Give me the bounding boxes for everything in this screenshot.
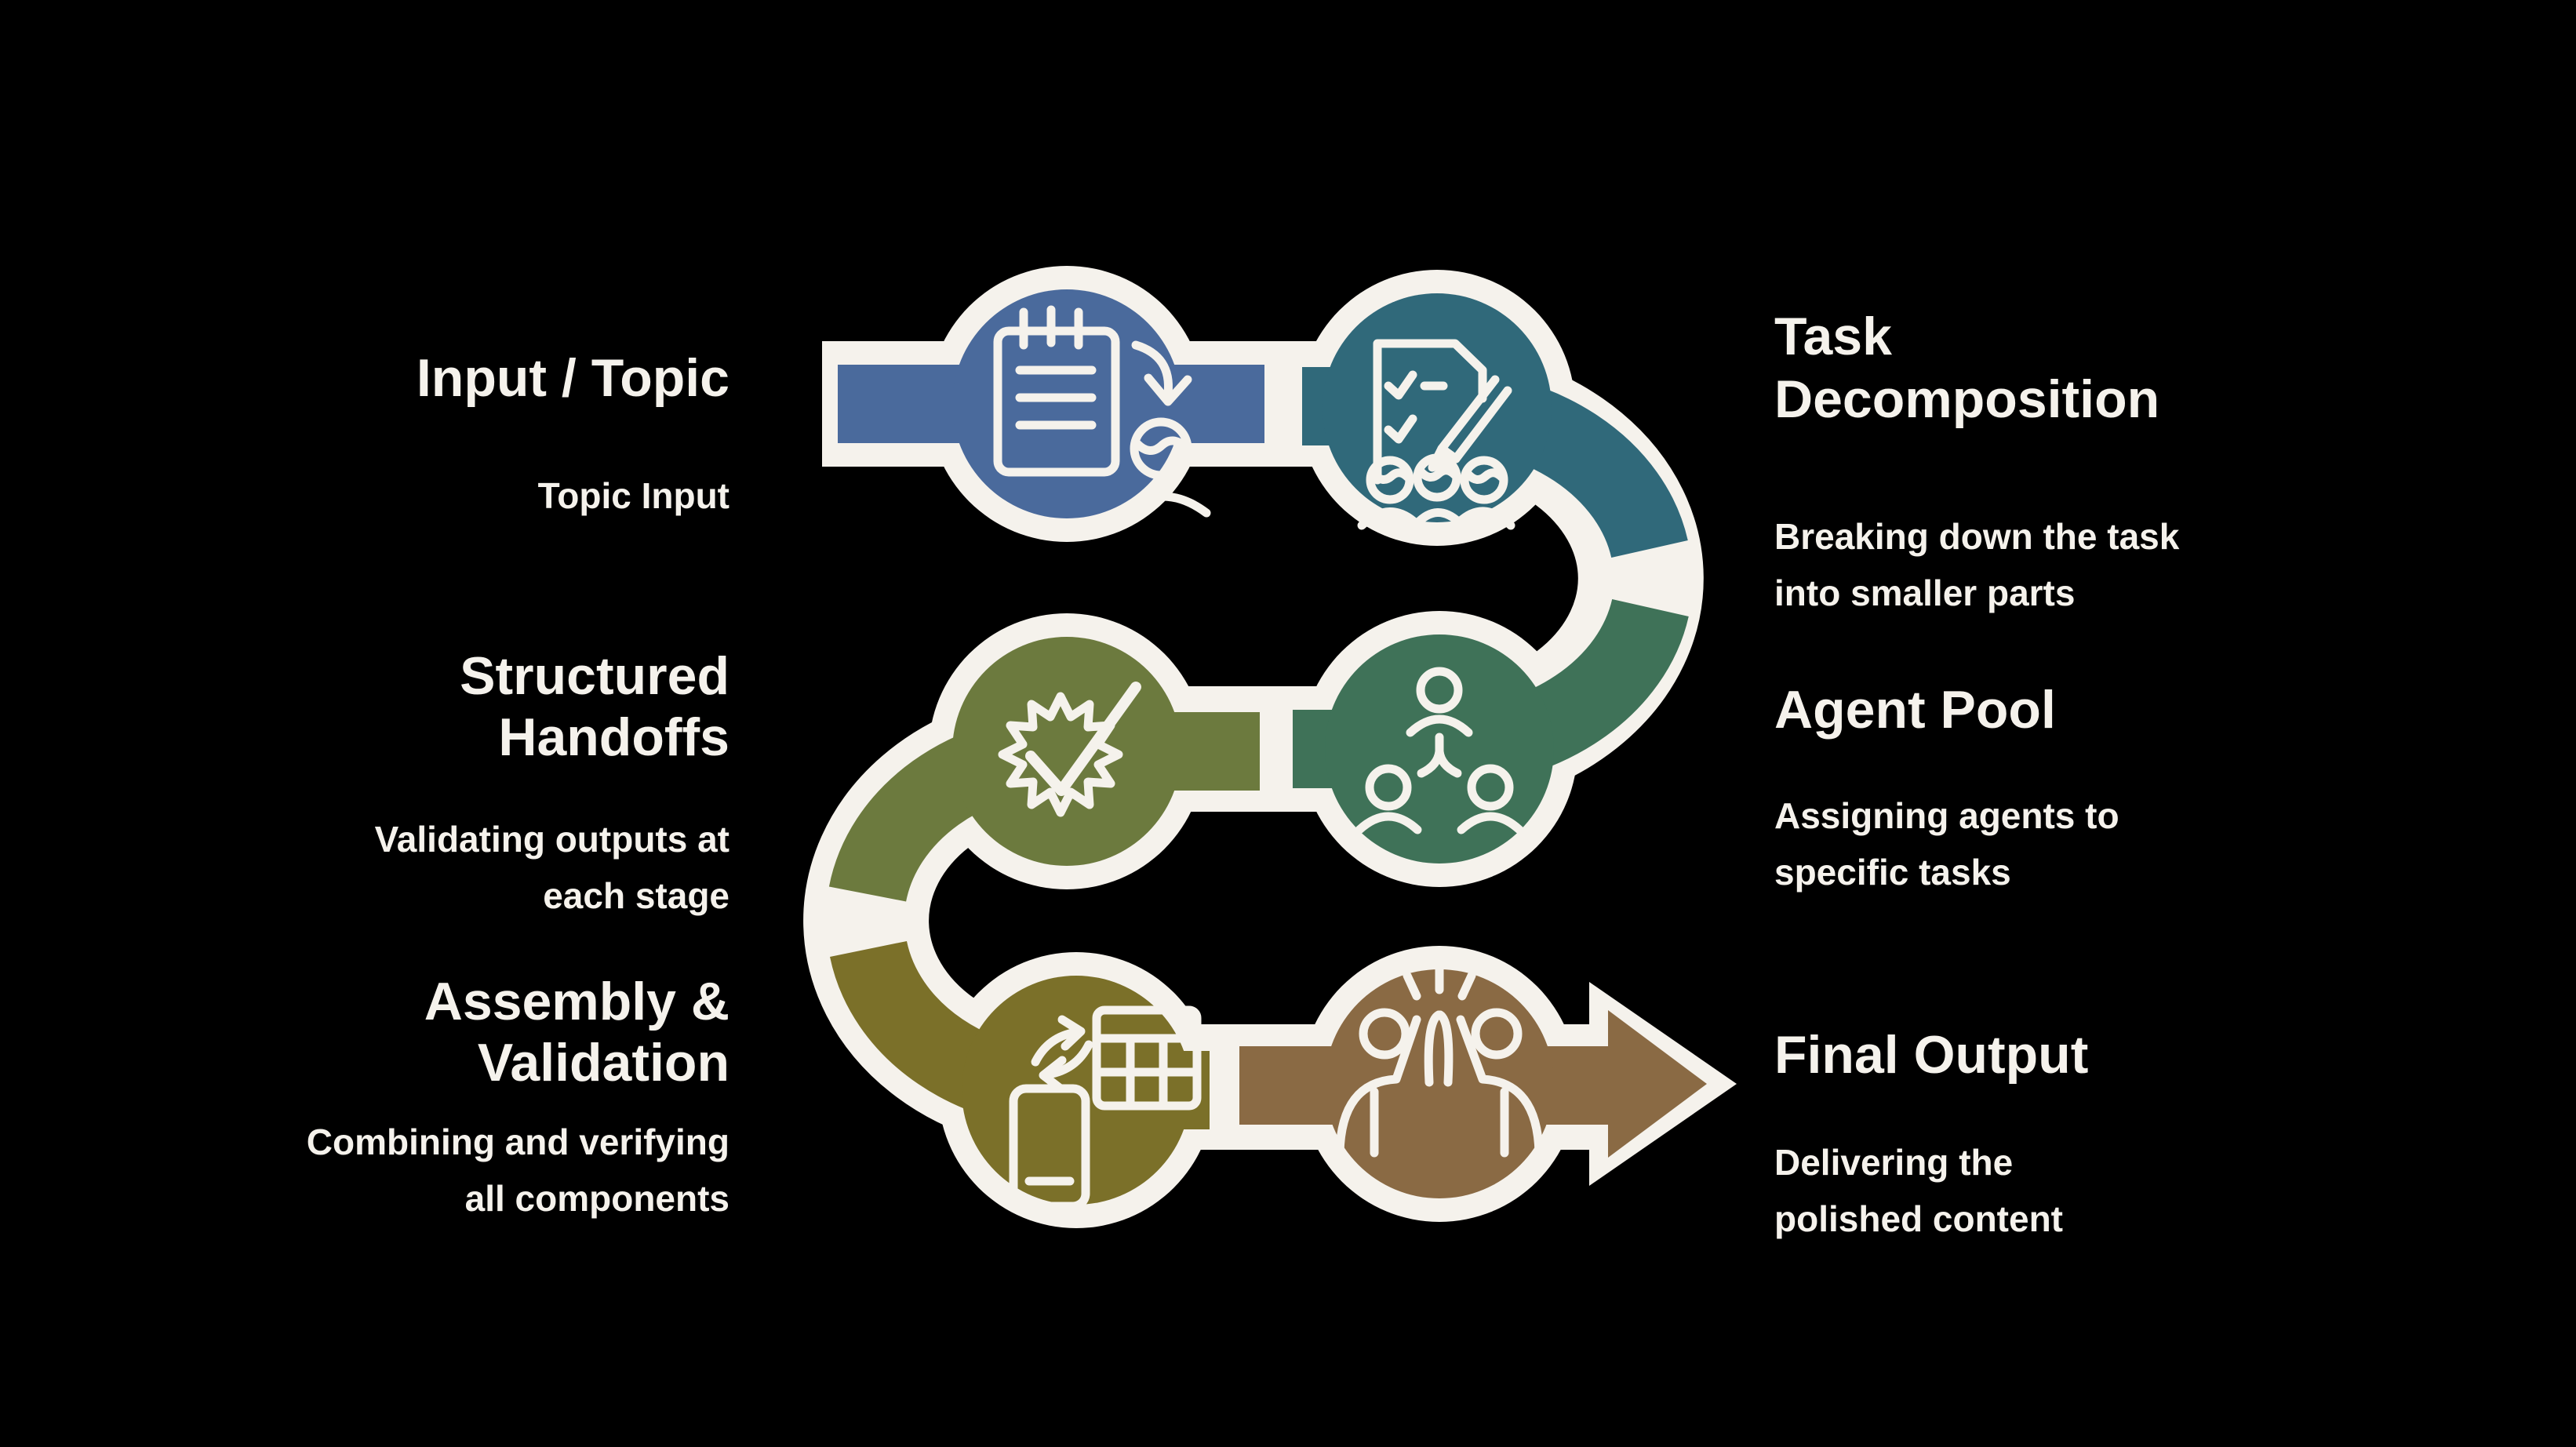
label-task-decomposition: Task Decomposition Breaking down the tas… [1774, 307, 2180, 613]
high-five-icon [1335, 962, 1544, 1158]
org-chart-people-icon [1355, 667, 1524, 834]
label-structured-handoffs: Structured Handoffs Validating outputs a… [375, 646, 730, 916]
node-task-decomposition [1323, 293, 1552, 522]
label-assembly-validation: Assembly & Validation Combining and veri… [307, 972, 730, 1219]
step-desc-line: specific tasks [1774, 852, 2011, 893]
step-title-line: Decomposition [1774, 369, 2159, 429]
step-title-line: Task [1774, 307, 1892, 366]
step-desc-line: into smaller parts [1774, 573, 2075, 613]
node-input-topic [952, 289, 1181, 518]
step-title-line: Input / Topic [417, 348, 730, 408]
step-desc-line: all components [465, 1178, 730, 1219]
step-desc-line: each stage [543, 875, 730, 916]
step-title-line: Structured [460, 646, 730, 706]
checklist-pencil-team-icon [1357, 339, 1515, 530]
label-agent-pool: Agent Pool Assigning agents to specific … [1774, 680, 2119, 893]
label-final-output: Final Output Delivering the polished con… [1774, 1025, 2088, 1239]
node-icons [993, 305, 1544, 1211]
node-structured-handoffs [952, 637, 1181, 866]
step-title-line: Handoffs [498, 707, 730, 767]
step-title-line: Validation [478, 1033, 730, 1093]
step-desc-line: Breaking down the task [1774, 516, 2180, 557]
node-final-output [1325, 969, 1554, 1198]
step-title-line: Assembly & [424, 972, 730, 1031]
step-desc-line: Assigning agents to [1774, 795, 2119, 836]
label-input-topic: Input / Topic Topic Input [417, 348, 730, 516]
step-desc-line: polished content [1774, 1198, 2063, 1239]
step-labels: Input / Topic Topic Input Structured Han… [307, 307, 2180, 1239]
gear-checkmark-icon [998, 682, 1141, 817]
step-desc-line: Validating outputs at [375, 819, 730, 860]
phone-table-sync-icon [1009, 1005, 1202, 1211]
step-desc-line: Combining and verifying [307, 1122, 730, 1162]
step-desc-line: Delivering the [1774, 1142, 2013, 1183]
notepad-arrow-person-icon [993, 305, 1211, 521]
final-arrowhead [1608, 1010, 1707, 1158]
step-desc-line: Topic Input [538, 475, 730, 516]
step-title-line: Final Output [1774, 1025, 2088, 1085]
step-title-line: Agent Pool [1774, 680, 2056, 740]
